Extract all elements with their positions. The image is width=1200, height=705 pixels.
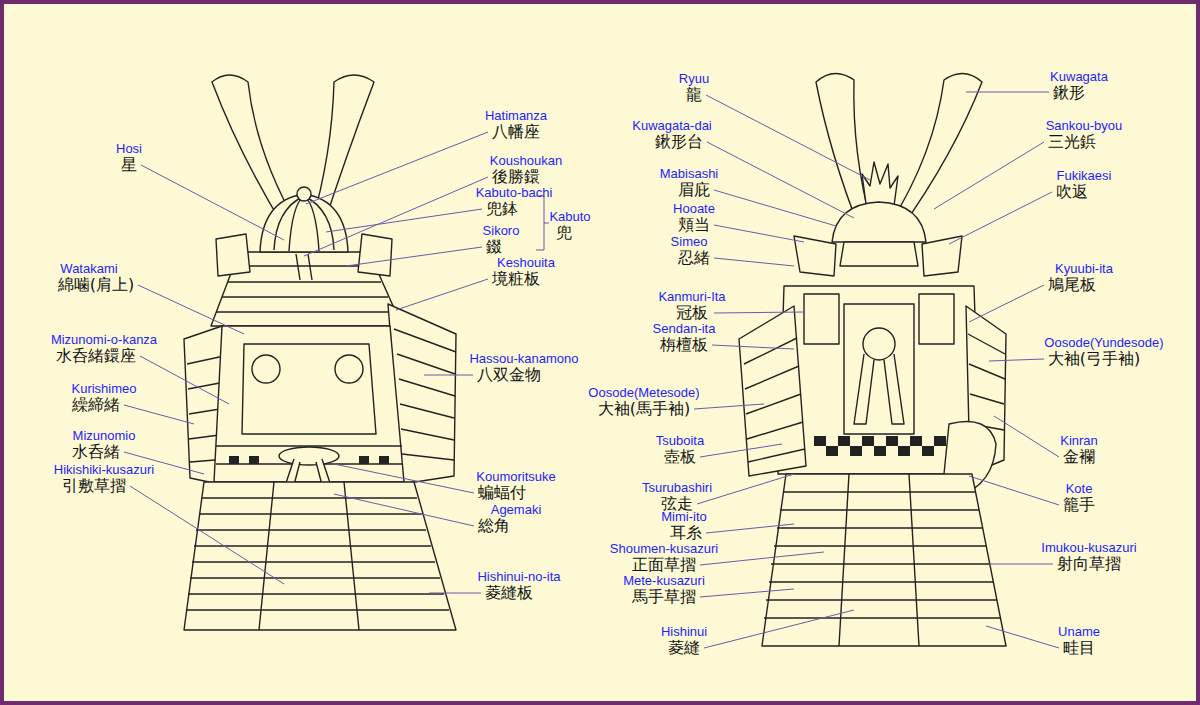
part-name-romaji: Uname [1058,625,1100,639]
part-name-kanji: 三光鋲 [1048,133,1096,150]
part-name-kanji: 引敷草摺 [62,477,126,494]
part-name-kanji: 菱縫 [668,639,700,656]
part-name-romaji: Kuwagata [1050,70,1108,84]
part-name-kanji: 籠手 [1063,496,1095,513]
part-name-romaji: Simeo [671,235,708,249]
part-name-romaji: Hishinui [661,625,707,639]
part-name-kanji: 頬当 [678,216,710,233]
part-name-romaji: Oosode(Yundesode) [1044,336,1163,350]
armor-illustration [4,4,1200,705]
part-name-kanji: 冠板 [676,304,708,321]
part-name-romaji: Mizunomi-o-kanza [51,333,157,347]
part-name-kanji: 畦目 [1063,639,1095,656]
part-name-kanji: 兜 [556,224,572,241]
part-name-romaji: Hatimanza [485,109,547,123]
part-name-romaji: Kabuto-bachi [476,186,553,200]
part-name-romaji: Sikoro [483,224,520,238]
part-name-kanji: 耳糸 [670,524,702,541]
part-name-kanji: 蝙蝠付 [478,484,526,501]
part-name-kanji: 金襴 [1063,448,1095,465]
part-name-romaji: Hassou-kanamono [469,352,578,366]
part-name-kanji: 鍬形台 [655,133,703,150]
part-name-romaji: Hooate [673,202,715,216]
part-name-kanji: 鍬形 [1053,84,1085,101]
part-name-kanji: 射向草摺 [1057,555,1121,572]
part-name-romaji: Oosode(Metesode) [588,386,699,400]
part-name-romaji: Kabuto [549,210,590,224]
part-name-kanji: 正面草摺 [632,556,696,573]
part-name-romaji: Mabisashi [660,167,719,181]
part-name-kanji: 大袖(馬手袖) [598,400,690,417]
part-name-kanji: 鳩尾板 [1048,276,1096,293]
part-name-romaji: Watakami [60,262,117,276]
part-name-kanji: 壺板 [664,448,696,465]
part-name-romaji: Mete-kusazuri [623,574,705,588]
part-name-kanji: 吹返 [1056,183,1088,200]
part-name-romaji: Kurishimeo [71,382,136,396]
part-name-romaji: Ryuu [679,72,709,86]
part-name-kanji: 後勝鐶 [492,168,540,185]
part-name-romaji: Shoumen-kusazuri [610,542,718,556]
part-name-kanji: 栴檀板 [660,336,708,353]
part-name-romaji: Kinran [1060,434,1098,448]
part-name-kanji: 龍 [686,86,702,103]
part-name-kanji: 菱縫板 [485,584,533,601]
part-name-kanji: 兜鉢 [486,200,518,217]
part-name-kanji: 忍緒 [678,249,710,266]
part-name-romaji: Sendan-ita [653,322,716,336]
part-name-kanji: 大袖(弓手袖) [1048,350,1140,367]
part-name-kanji: 水呑緒鐶座 [56,347,136,364]
part-name-romaji: Kote [1066,482,1093,496]
part-name-romaji: Tsurubashiri [642,481,712,495]
part-name-romaji: Kyuubi-ita [1055,262,1113,276]
part-name-romaji: Fukikaesi [1057,169,1112,183]
part-name-romaji: Agemaki [491,503,542,517]
part-name-romaji: Hishinui-no-ita [477,570,560,584]
part-name-romaji: Kanmuri-Ita [658,290,725,304]
part-name-kanji: 繰締緒 [72,396,120,413]
part-name-romaji: Koushoukan [490,154,562,168]
part-name-kanji: 綿噛(肩上) [58,276,134,293]
part-name-romaji: Mimi-ito [661,510,707,524]
part-name-romaji: Kuwagata-dai [632,119,712,133]
part-name-romaji: Hikishiki-kusazuri [54,463,154,477]
part-name-romaji: Sankou-byou [1046,119,1123,133]
part-name-kanji: 八双金物 [477,366,541,383]
part-name-romaji: Keshouita [497,256,555,270]
part-name-kanji: 馬手草摺 [632,588,696,605]
part-name-kanji: 境粧板 [492,270,540,287]
part-name-kanji: 八幡座 [492,123,540,140]
part-name-romaji: Imukou-kusazuri [1041,541,1136,555]
part-name-romaji: Koumoritsuke [476,470,555,484]
part-name-kanji: 水呑緒 [72,443,120,460]
part-name-romaji: Hosi [116,142,142,156]
part-name-romaji: Tsuboita [656,434,704,448]
part-name-kanji: 総角 [478,517,510,534]
part-name-kanji: 星 [121,156,137,173]
part-name-romaji: Mizunomio [73,429,136,443]
part-name-kanji: 眉庇 [678,181,710,198]
part-name-kanji: 錣 [486,238,502,255]
